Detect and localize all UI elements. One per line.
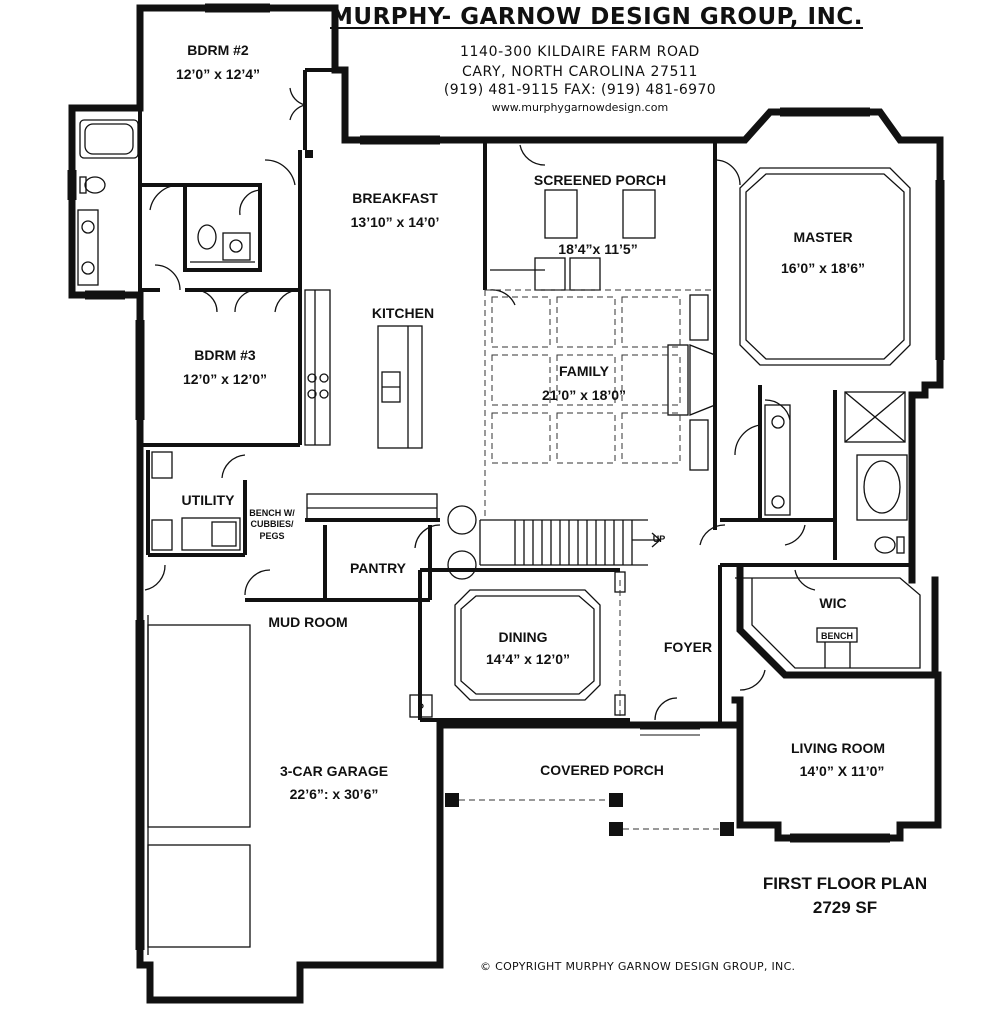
address-line-1: 1140-300 KILDAIRE FARM ROAD [460,44,700,60]
plan-square-feet: 2729 SF [812,898,878,917]
bench-cubbies-line3: PEGS [259,531,284,541]
room-name-mud-room: MUD ROOM [268,614,347,630]
room-dims-dining: 14’4” x 12’0” [486,651,570,667]
room-labels: BDRM #2 12’0” x 12’4” BDRM #3 12’0” x 12… [176,42,885,802]
room-name-living-room: LIVING ROOM [791,740,885,756]
plan-title: FIRST FLOOR PLAN [762,874,928,893]
room-name-breakfast: BREAKFAST [352,190,438,206]
interior-walls [138,68,912,725]
room-dims-family: 21’0” x 18’0” [542,387,626,403]
room-dims-bdrm2: 12’0” x 12’4” [176,66,260,82]
room-dims-breakfast: 13’10” x 14’0’ [351,214,440,230]
room-name-master: MASTER [793,229,852,245]
door-swings [144,87,816,721]
room-name-garage: 3-CAR GARAGE [280,763,388,779]
address-line-2: CARY, NORTH CAROLINA 27511 [461,64,699,80]
firm-name: MURPHY- GARNOW DESIGN GROUP, INC. [330,4,863,30]
fixtures [77,119,921,955]
room-name-wic: WIC [819,595,846,611]
room-name-family: FAMILY [559,363,610,379]
stair-up-label: UP [653,534,666,544]
family-coffers [491,296,681,464]
room-dims-screened-porch: 18’4”x 11’5” [558,241,637,257]
website-link[interactable]: www.murphygarnowdesign.com [491,101,669,114]
stair-treads [514,520,633,565]
phone-fax: (919) 481-9115 FAX: (919) 481-6970 [443,82,717,98]
window-marks [67,3,945,950]
room-name-dining: DINING [499,629,548,645]
bench-cubbies-line2: CUBBIES/ [250,519,294,529]
ceiling-details [454,167,911,720]
room-name-foyer: FOYER [664,639,712,655]
room-dims-garage: 22’6”: x 30’6” [290,786,379,802]
room-name-pantry: PANTRY [350,560,407,576]
room-dims-master: 16’0” x 18’6” [781,260,865,276]
wic-bench-label: BENCH [821,631,853,641]
room-name-bdrm2: BDRM #2 [187,42,249,58]
room-name-kitchen: KITCHEN [372,305,434,321]
room-name-covered-porch: COVERED PORCH [540,762,664,778]
room-dims-bdrm3: 12’0” x 12’0” [183,371,267,387]
room-dims-living-room: 14’0” X 11’0” [800,763,885,779]
bench-cubbies-line1: BENCH W/ [249,508,295,518]
copyright-notice: © COPYRIGHT MURPHY GARNOW DESIGN GROUP, … [480,960,796,973]
room-name-bdrm3: BDRM #3 [194,347,256,363]
room-name-utility: UTILITY [182,492,236,508]
room-name-screened-porch: SCREENED PORCH [534,172,666,188]
